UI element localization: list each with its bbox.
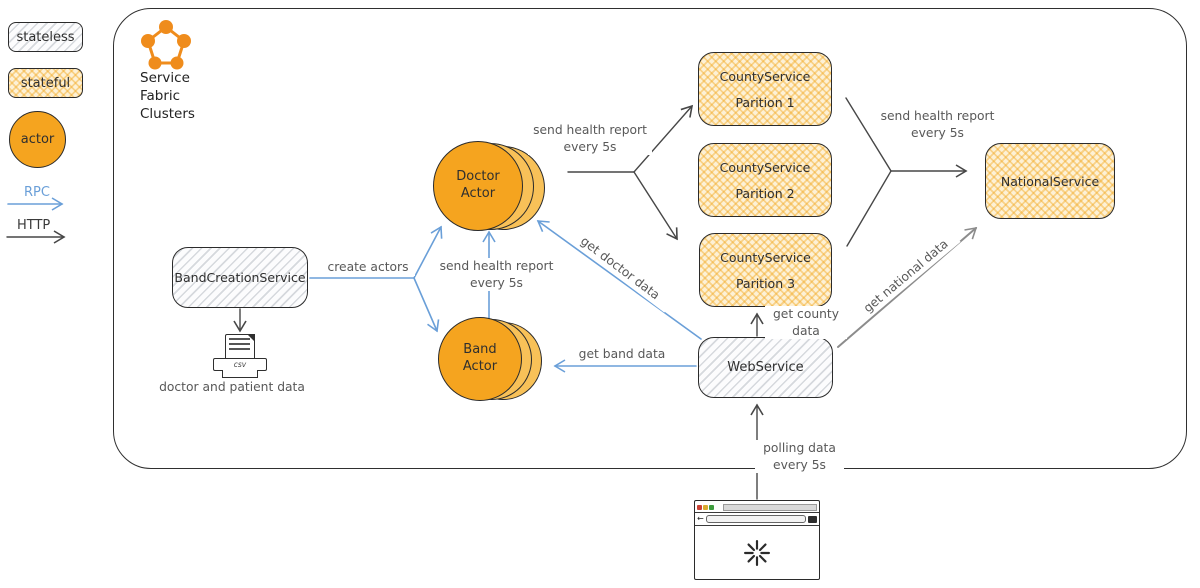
county3-name: CountyService [720, 249, 811, 265]
browser-window-icon: ← [694, 500, 820, 580]
doctor-actor-disc-front: Doctor Actor [433, 141, 523, 231]
legend-rpc-label: RPC [24, 185, 50, 200]
county3-partition: Parition 3 [735, 275, 796, 291]
arrow-doctor-to-partition1 [633, 104, 694, 173]
label-county-report: send health report every 5s [873, 108, 1002, 142]
legend-http-label: HTTP [17, 218, 51, 233]
cluster-title: Service Fabric Clusters [140, 70, 195, 122]
arrow-partition3-to-junction [846, 170, 892, 247]
csv-tag: csv [233, 360, 247, 369]
arrow-get-doctor-data [536, 220, 702, 340]
browser-back-icon: ← [697, 514, 704, 523]
loading-spinner-icon [744, 539, 770, 566]
legend-actor-label: actor [20, 132, 55, 147]
label-get-county-data: get county data [765, 306, 847, 340]
browser-content [695, 526, 819, 579]
arrow-create-actors-to-band [413, 277, 440, 333]
node-county-service-partition-2: CountyService Parition 2 [698, 143, 832, 217]
browser-url-field [705, 515, 806, 523]
county1-partition: Parition 1 [735, 94, 795, 110]
arrow-create-actors-to-doctor [413, 225, 443, 279]
doctor-actor-label: Doctor Actor [456, 169, 500, 201]
node-doctor-actor: Doctor Actor [433, 141, 553, 233]
browser-titlebar [695, 501, 819, 512]
csv-base [222, 370, 258, 378]
browser-tab-bar [723, 503, 817, 511]
legend-stateful: stateful [8, 68, 83, 98]
band-creation-label: BandCreationService [174, 270, 306, 285]
arrow-get-national-data [837, 226, 978, 348]
legend-stateless-label: stateless [16, 29, 75, 45]
arrow-partition1-to-junction [845, 97, 892, 172]
national-service-label: NationalService [1000, 173, 1100, 189]
label-get-band-data: get band data [575, 346, 669, 363]
county1-name: CountyService [719, 68, 811, 84]
browser-maximize-dot [709, 504, 714, 510]
csv-file-icon: csv [213, 334, 267, 380]
band-actor-label: Band Actor [462, 342, 498, 374]
browser-minimize-dot [703, 504, 708, 510]
label-create-actors: create actors [321, 259, 415, 276]
browser-menu-icon [808, 515, 817, 523]
web-service-label: WebService [727, 360, 804, 375]
csv-fold-corner [247, 334, 255, 342]
service-fabric-cluster-boundary [113, 8, 1187, 469]
service-fabric-logo-icon [141, 20, 191, 70]
node-county-service-partition-3: CountyService Parition 3 [699, 233, 832, 307]
csv-caption: doctor and patient data [159, 380, 305, 394]
node-national-service: NationalService [985, 143, 1115, 219]
browser-address-bar: ← [695, 512, 819, 526]
legend-actor: actor [9, 111, 66, 168]
county2-name: CountyService [719, 159, 811, 175]
csv-ribbon: csv [213, 358, 267, 371]
arrow-doctor-to-partition3 [633, 171, 678, 241]
csv-page-icon [225, 334, 255, 361]
legend-stateless: stateless [8, 22, 83, 52]
label-band-to-doctor-report: send health report every 5s [432, 258, 561, 292]
browser-close-dot [697, 504, 702, 510]
legend-stateful-label: stateful [20, 75, 71, 91]
node-web-service: WebService [698, 337, 833, 398]
band-actor-disc-front: Band Actor [438, 317, 522, 401]
county2-partition: Parition 2 [735, 185, 795, 201]
label-doctor-report: send health report every 5s [528, 122, 652, 156]
label-polling-data: polling data every 5s [755, 440, 844, 474]
node-band-actor: Band Actor [438, 317, 552, 403]
node-band-creation-service: BandCreationService [172, 247, 308, 308]
node-county-service-partition-1: CountyService Parition 1 [698, 52, 832, 126]
